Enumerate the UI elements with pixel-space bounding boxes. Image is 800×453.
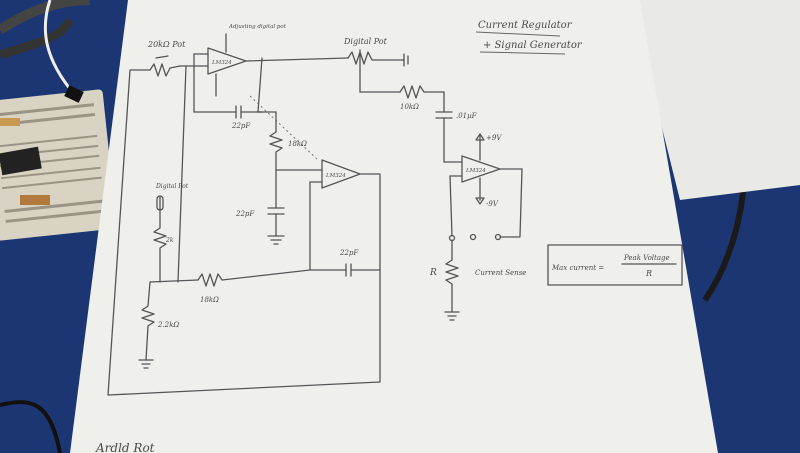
resistor-10k-label: 10kΩ — [400, 103, 419, 111]
dig-pot-small-label: Digital Pot — [155, 183, 189, 190]
formula-box — [547, 244, 683, 286]
bottom-scribble: Ardld Rot — [95, 441, 155, 453]
digital-pot-resistor — [347, 51, 405, 65]
opamp-top-note: Adjusting digital pot — [228, 24, 287, 30]
minus-9v-label: -9V — [486, 200, 499, 208]
opamp-u1-label: LM324 — [211, 60, 232, 66]
resistor-r-label: R — [429, 268, 437, 278]
resistor-18k-bottom — [197, 269, 311, 287]
breadboard — [0, 89, 117, 241]
resistor-18k-mid-label: 18kΩ — [288, 140, 307, 148]
current-sense-label: Current Sense — [475, 269, 526, 277]
paper — [70, 0, 718, 453]
cap-22pf-mid-label: 22pF — [235, 210, 255, 218]
cap-01uf-label: .01µF — [456, 112, 478, 120]
formula-numerator: Peak Voltage — [623, 254, 670, 262]
bottom-cable — [0, 400, 62, 453]
cables — [0, 0, 91, 103]
cap-22pf-top-label: 22pF — [231, 122, 251, 130]
digital-pot-label: Digital Pot — [343, 37, 388, 46]
opamp-u2 — [321, 159, 361, 189]
back-paper — [630, 0, 800, 200]
title-line-1: Current Regulator — [478, 20, 573, 31]
opamp-u2-label: LM324 — [325, 173, 346, 179]
formula-left: Max current = — [551, 264, 604, 272]
outer-loop-wire — [107, 69, 381, 396]
resistor-18k-bottom-label: 18kΩ — [200, 296, 219, 304]
pot-20k-label: 20kΩ Pot — [147, 40, 186, 49]
resistor-r — [445, 259, 459, 313]
opamp-u1 — [207, 47, 247, 75]
pot-20k-resistor — [149, 63, 181, 77]
resistor-2-2k-label: 2.2kΩ — [157, 321, 179, 329]
cap-22pf-right-label: 22pF — [339, 249, 359, 257]
schematic: Current Regulator + Signal Generator 20k… — [95, 20, 683, 453]
resistor-18k-mid — [269, 111, 283, 171]
opamp-u3-label: LM324 — [465, 168, 486, 174]
resistor-10k — [399, 85, 445, 99]
resistor-2k — [153, 209, 167, 283]
opamp-u3 — [461, 155, 501, 183]
resistor-2k-label: 2k — [165, 237, 174, 244]
resistor-2-2k — [141, 281, 155, 361]
formula-denominator: R — [645, 269, 652, 278]
title-line-2: + Signal Generator — [483, 40, 583, 51]
plus-9v-label: +9V — [486, 134, 502, 142]
